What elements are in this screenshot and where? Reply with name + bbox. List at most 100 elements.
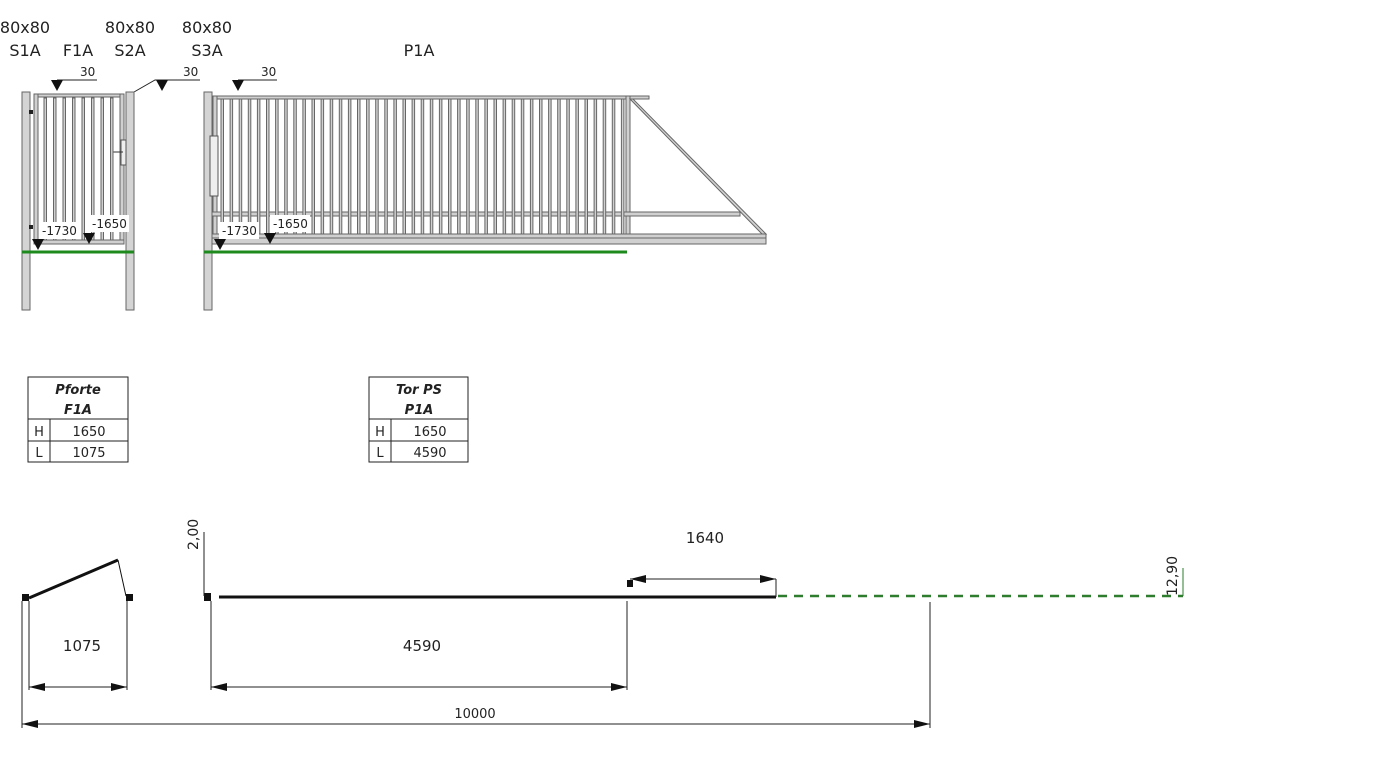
picket — [275, 98, 279, 235]
picket — [320, 98, 325, 235]
picket — [72, 97, 76, 241]
picket — [338, 98, 343, 235]
post-size-s2a: 80x80 — [105, 18, 155, 37]
picket — [53, 97, 57, 241]
table-tor: Tor PS P1A H 1650 L 4590 — [368, 376, 469, 463]
picket — [247, 98, 252, 235]
level-mark-pforte-1730: -1730 — [32, 222, 79, 250]
slope-left: 2,00 — [186, 519, 202, 550]
picket — [43, 97, 47, 241]
picket — [448, 98, 452, 235]
picket — [438, 98, 443, 235]
dim-tor-width: 4590 — [403, 637, 441, 655]
post-id-s1a: S1A — [9, 41, 40, 60]
height-marker-1: 30 — [51, 65, 97, 91]
picket — [284, 98, 288, 235]
picket — [411, 98, 416, 235]
post-s1a — [21, 91, 31, 311]
dim-total: 10000 — [454, 707, 495, 722]
svg-text:-1730: -1730 — [42, 224, 77, 238]
svg-text:1650: 1650 — [72, 425, 105, 440]
picket — [347, 98, 352, 235]
picket — [484, 98, 488, 235]
picket — [357, 98, 361, 235]
picket — [266, 98, 270, 235]
picket — [493, 98, 497, 235]
picket — [529, 98, 534, 235]
svg-text:Pforte: Pforte — [55, 383, 101, 398]
picket — [602, 98, 607, 235]
picket — [110, 97, 114, 241]
post-s3a — [203, 91, 213, 311]
svg-text:30: 30 — [261, 65, 276, 79]
svg-text:F1A: F1A — [64, 403, 92, 418]
svg-text:H: H — [34, 425, 44, 440]
picket — [593, 98, 598, 235]
gate-id-p1a: P1A — [404, 41, 435, 60]
svg-text:4590: 4590 — [413, 446, 446, 461]
picket — [475, 98, 479, 235]
picket — [229, 98, 234, 235]
height-marker-2: 30 — [133, 65, 200, 93]
picket — [420, 98, 425, 235]
picket — [256, 98, 261, 235]
svg-text:H: H — [375, 425, 385, 440]
svg-text:-1650: -1650 — [92, 217, 127, 231]
slope-right: 12,90 — [1165, 556, 1181, 596]
picket — [402, 98, 406, 235]
pforte-elevation — [29, 93, 127, 245]
level-mark-tor-1650: -1650 — [264, 215, 310, 244]
picket — [575, 98, 579, 235]
svg-text:30: 30 — [183, 65, 198, 79]
svg-text:-1730: -1730 — [222, 224, 257, 238]
picket — [566, 98, 570, 235]
picket — [520, 98, 525, 235]
picket — [384, 98, 388, 235]
svg-text:L: L — [35, 446, 43, 461]
picket — [62, 97, 66, 241]
picket — [238, 98, 243, 235]
gate-id-f1a: F1A — [63, 41, 93, 60]
svg-text:1075: 1075 — [72, 446, 105, 461]
dim-pforte-width: 1075 — [63, 637, 101, 655]
picket — [511, 98, 516, 235]
picket — [502, 98, 507, 235]
svg-text:-1650: -1650 — [273, 217, 308, 231]
post-id-s3a: S3A — [191, 41, 222, 60]
picket — [366, 98, 370, 235]
plan-view: 1075 10000 2,00 4590 1640 12,90 — [21, 519, 1184, 728]
tor-elevation — [209, 95, 768, 245]
picket — [220, 98, 224, 235]
svg-text:L: L — [376, 446, 384, 461]
picket — [584, 98, 588, 235]
post-size-s1a: 80x80 — [0, 18, 50, 37]
picket — [457, 98, 461, 235]
picket — [302, 98, 306, 235]
picket — [329, 98, 334, 235]
picket — [539, 98, 543, 235]
picket — [91, 97, 95, 241]
level-mark-pforte-1650: -1650 — [83, 215, 129, 244]
picket — [429, 98, 434, 235]
post-size-s3a: 80x80 — [182, 18, 232, 37]
picket — [466, 98, 470, 235]
picket — [620, 98, 625, 235]
picket — [611, 98, 616, 235]
picket — [393, 98, 397, 235]
picket — [557, 98, 561, 235]
table-pforte: Pforte F1A H 1650 L 1075 — [27, 376, 129, 463]
post-s2a — [125, 91, 135, 311]
svg-text:P1A: P1A — [405, 403, 434, 418]
picket — [293, 98, 297, 235]
svg-text:Tor PS: Tor PS — [396, 383, 442, 398]
picket — [81, 97, 85, 241]
picket — [548, 98, 552, 235]
picket — [311, 98, 315, 235]
level-mark-tor-1730: -1730 — [214, 222, 259, 250]
post-id-s2a: S2A — [114, 41, 145, 60]
svg-text:30: 30 — [80, 65, 95, 79]
height-marker-3: 30 — [232, 65, 277, 91]
dim-overrun: 1640 — [686, 529, 724, 547]
picket — [375, 98, 379, 235]
